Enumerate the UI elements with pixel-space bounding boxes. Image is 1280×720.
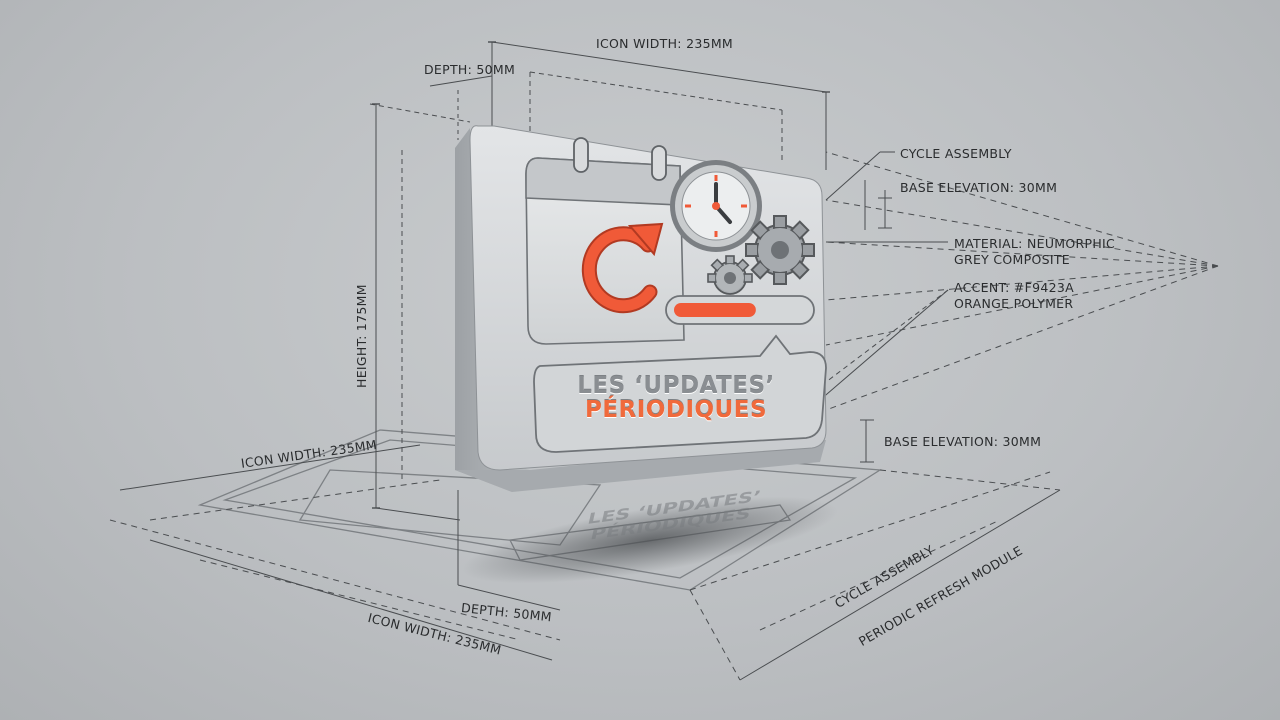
- label-base-elevation-top: BASE ELEVATION: 30MM: [900, 180, 1058, 195]
- label-material-line2: GREY COMPOSITE: [954, 252, 1070, 267]
- label-height: HEIGHT: 175MM: [354, 284, 369, 388]
- label-depth-top: DEPTH: 50MM: [424, 62, 516, 77]
- dimension-ticks: [372, 41, 830, 509]
- label-material-line1: MATERIAL: NEUMORPHIC: [954, 236, 1116, 251]
- panel-title: LES ‘UPDATES’ PÉRIODIQUES: [548, 374, 804, 422]
- panel-title-line1: LES ‘UPDATES’: [577, 373, 775, 399]
- progress-bar: [665, 295, 815, 325]
- panel-title-line2: PÉRIODIQUES: [584, 397, 768, 423]
- label-accent: ACCENT: #F9423A ORANGE POLYMER: [954, 280, 1074, 312]
- label-plate: [533, 334, 827, 453]
- gear-icon: [707, 215, 815, 295]
- label-cycle-assembly: CYCLE ASSEMBLY: [900, 146, 1012, 161]
- label-accent-line1: ACCENT: #F9423A: [954, 280, 1075, 295]
- icon-shadow: [462, 496, 838, 584]
- progress-fill: [674, 303, 756, 317]
- label-icon-width-top: ICON WIDTH: 235MM: [596, 36, 733, 51]
- panel-side: [455, 128, 530, 492]
- label-material: MATERIAL: NEUMORPHIC GREY COMPOSITE: [954, 236, 1115, 268]
- label-accent-line2: ORANGE POLYMER: [954, 296, 1074, 311]
- icon-body: [455, 125, 827, 492]
- refresh-icon: [581, 222, 664, 314]
- dimension-lines: [109, 41, 1219, 681]
- label-base-elevation-bottom: BASE ELEVATION: 30MM: [884, 434, 1042, 449]
- clock-icon: [670, 160, 762, 252]
